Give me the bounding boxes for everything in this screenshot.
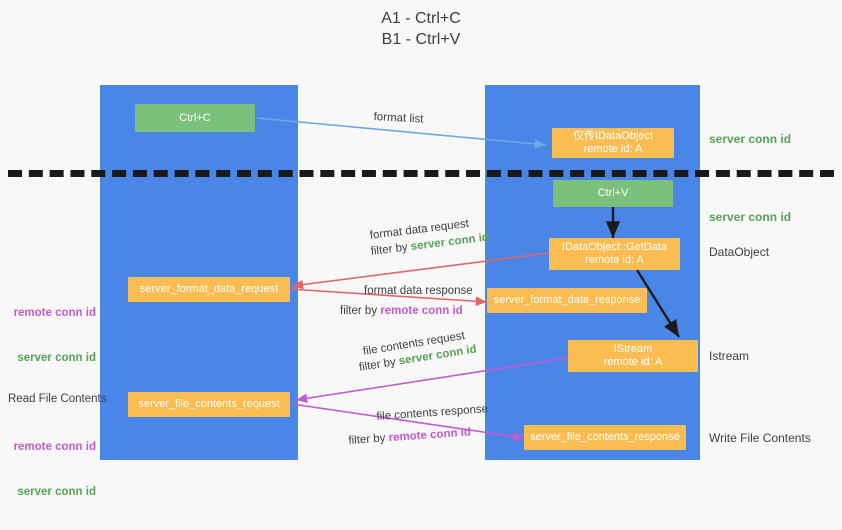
label-server-conn-id-2: server conn id xyxy=(17,486,96,498)
annotation-file-contents-response-filter: filter by remote conn id xyxy=(348,425,471,449)
box-ctrl-v-label: Ctrl+V xyxy=(597,187,629,199)
box-server-format-data-request[interactable]: server_format_data_request xyxy=(128,277,290,302)
label-dataobject: DataObject xyxy=(709,245,770,259)
box-idataobject-getdata[interactable]: IDataObject::GetData remote id: A xyxy=(549,238,680,270)
box-ctrl-v[interactable]: Ctrl+V xyxy=(553,180,673,207)
box-idataobject[interactable]: 仅传IDataObject remote id: A xyxy=(552,128,674,158)
label-server-conn-id-top: server conn id xyxy=(709,132,792,146)
label-remote-conn-id-1: remote conn id xyxy=(13,307,96,319)
annotation-file-contents-response-filter-key: remote conn id xyxy=(388,426,472,445)
box-idataobject-label: 仅传IDataObject remote id: A xyxy=(572,130,654,155)
box-ctrl-c-label: Ctrl+C xyxy=(179,111,211,124)
box-ctrl-c[interactable]: Ctrl+C xyxy=(135,104,255,132)
label-read-file-contents: Read File Contents xyxy=(8,393,107,405)
box-server-file-contents-request[interactable]: server_file_contents_request xyxy=(128,392,290,417)
label-conn-ids-top: remote conn id server conn id xyxy=(8,276,96,396)
annotation-format-data-response: format data response xyxy=(364,285,473,297)
box-istream-label: IStream remote id: A xyxy=(603,343,663,368)
label-remote-conn-id-2: remote conn id xyxy=(13,441,96,453)
label-server-conn-id-mid: server conn id xyxy=(709,210,792,224)
label-conn-ids-bottom: remote conn id server conn id xyxy=(8,410,96,530)
label-istream: Istream xyxy=(709,349,750,363)
diagram-canvas: A1 - Ctrl+C B1 - Ctrl+V A1 remote B1 con… xyxy=(8,10,834,498)
annotation-file-contents-response: file contents response xyxy=(376,403,489,423)
box-istream[interactable]: IStream remote id: A xyxy=(568,340,698,372)
box-server-file-contents-response[interactable]: server_file_contents_response xyxy=(524,425,686,450)
box-server-file-contents-response-label: server_file_contents_response xyxy=(530,431,680,443)
label-write-file-contents: Write File Contents xyxy=(709,431,811,445)
box-server-format-data-response[interactable]: server_format_data_response xyxy=(487,288,647,313)
box-server-format-data-response-label: server_format_data_response xyxy=(493,294,641,306)
phase-separator-dashed-line xyxy=(8,170,834,177)
box-server-format-data-request-label: server_format_data_request xyxy=(139,283,279,295)
label-server-conn-id-1: server conn id xyxy=(17,352,96,364)
annotation-format-data-response-filter-key: remote conn id xyxy=(380,305,463,317)
annotation-format-data-response-filter-pre: filter by xyxy=(340,305,381,317)
diagram-title: A1 - Ctrl+C B1 - Ctrl+V xyxy=(381,10,461,48)
box-server-file-contents-request-label: server_file_contents_request xyxy=(138,398,280,410)
annotation-format-data-request-filter-pre: filter by xyxy=(370,241,412,258)
box-idataobject-getdata-label: IDataObject::GetData remote id: A xyxy=(561,241,668,266)
annotation-format-list: format list xyxy=(373,110,424,126)
annotation-file-contents-response-filter-pre: filter by xyxy=(348,432,390,447)
annotation-format-data-response-filter: filter by remote conn id xyxy=(340,304,463,319)
